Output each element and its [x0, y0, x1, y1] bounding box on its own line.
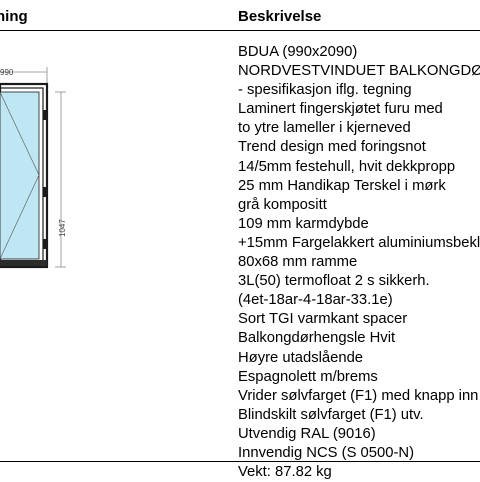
- description-column-header: Beskrivelse: [238, 8, 322, 25]
- description-line: (4et-18ar-4-18ar-33.1e): [238, 292, 393, 309]
- description-line: to ytre lameller i kjerneved: [238, 120, 411, 137]
- description-line: Espagnolett m/brems: [238, 368, 378, 385]
- footer-divider: [0, 461, 480, 462]
- description-line: +15mm Fargelakkert aluminiumsbekl: [238, 234, 480, 251]
- drawing-column-header: ning: [0, 8, 28, 25]
- description-line: Trend design med foringsnot: [238, 139, 426, 156]
- header-divider: [0, 30, 480, 31]
- description-line: 80x68 mm ramme: [238, 254, 358, 271]
- description-line: Vrider sølvfarget (F1) med knapp inn: [238, 387, 479, 404]
- opening-indicator-line: [0, 91, 40, 176]
- description-line: 14/5mm festehull, hvit dekkpropp: [238, 158, 456, 175]
- description-line: - spesifikasjon iflg. tegning: [238, 82, 412, 99]
- description-list: BDUA (990x2090) NORDVESTVINDUET BALKONGDØ…: [238, 43, 480, 482]
- description-line: Vekt: 87.82 kg: [238, 464, 332, 481]
- hinge-bottom: [43, 239, 47, 249]
- hinge-top: [43, 110, 47, 120]
- description-line: BDUA (990x2090): [238, 44, 358, 60]
- door-glass-pane: [0, 91, 40, 260]
- description-line: 3L(50) termofloat 2 s sikkerh.: [238, 273, 430, 290]
- description-line: Balkongdørhengsle Hvit: [238, 330, 396, 347]
- description-line: Innvendig NCS (S 0500-N): [238, 444, 415, 461]
- description-line: Høyre utadslående: [238, 349, 364, 366]
- hinge-middle: [43, 187, 47, 197]
- door-outer-frame: [0, 82, 49, 269]
- height-dimension-label: 1047: [58, 219, 67, 237]
- description-line: 109 mm karmdybde: [238, 215, 369, 232]
- opening-indicator-line: [0, 174, 40, 260]
- description-line: Utvendig RAL (9016): [238, 425, 376, 442]
- description-line: Sort TGI varmkant spacer: [238, 311, 408, 328]
- door-drawing: 990 1047: [0, 67, 67, 269]
- description-line: Laminert fingerskjøtet furu med: [238, 101, 443, 118]
- description-line: grå kompositt: [238, 196, 327, 213]
- door-threshold: [0, 260, 47, 266]
- description-line: 25 mm Handikap Terskel i mørk: [238, 177, 446, 194]
- description-line: NORDVESTVINDUET BALKONGDØ: [238, 63, 480, 80]
- description-line: Blindskilt sølvfarget (F1) utv.: [238, 406, 424, 423]
- width-dimension-label: 990: [0, 68, 14, 77]
